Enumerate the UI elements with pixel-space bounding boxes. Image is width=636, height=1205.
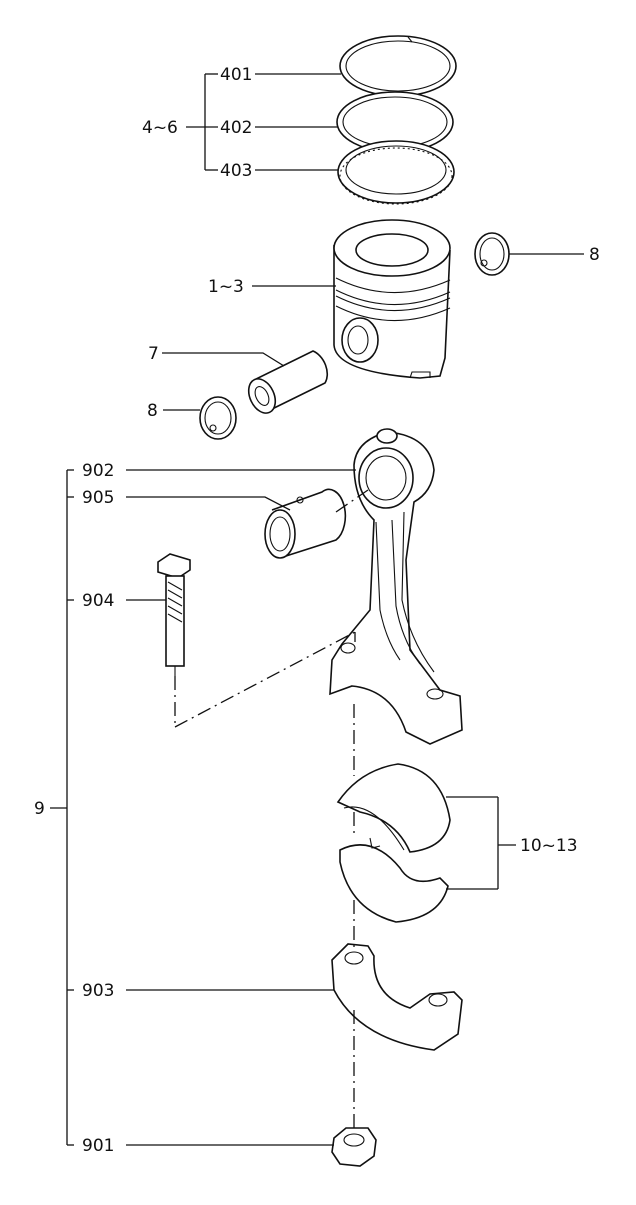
label-903: 903	[82, 981, 114, 1001]
label-7: 7	[148, 344, 159, 364]
alignment-line	[335, 489, 369, 513]
label-901: 901	[82, 1136, 114, 1156]
alignment-line	[174, 631, 356, 728]
label-4-6: 4~6	[142, 118, 178, 138]
label-401: 401	[220, 65, 252, 85]
leader-lines	[50, 73, 584, 1146]
piston-pin	[247, 350, 329, 414]
label-902: 902	[82, 461, 114, 481]
conrod-nut	[331, 1127, 377, 1167]
label-9: 9	[34, 799, 45, 819]
connecting-rod	[329, 428, 463, 745]
snap-ring-left	[199, 396, 237, 440]
label-1-3: 1~3	[208, 277, 244, 297]
label-402: 402	[220, 118, 252, 138]
snap-ring-right	[474, 232, 510, 276]
label-905: 905	[82, 488, 114, 508]
piston-ring-401	[339, 35, 457, 97]
bearing-lower	[339, 837, 449, 923]
label-8-left: 8	[147, 401, 158, 421]
label-10-13: 10~13	[520, 836, 578, 856]
bushing	[264, 488, 347, 559]
bearing-upper	[336, 763, 451, 853]
conrod-cap	[331, 943, 463, 1051]
label-403: 403	[220, 161, 252, 181]
piston-ring-403	[337, 140, 455, 205]
conrod-bolt	[157, 553, 191, 676]
label-904: 904	[82, 591, 114, 611]
piston	[333, 219, 451, 379]
label-8-right: 8	[589, 245, 600, 265]
